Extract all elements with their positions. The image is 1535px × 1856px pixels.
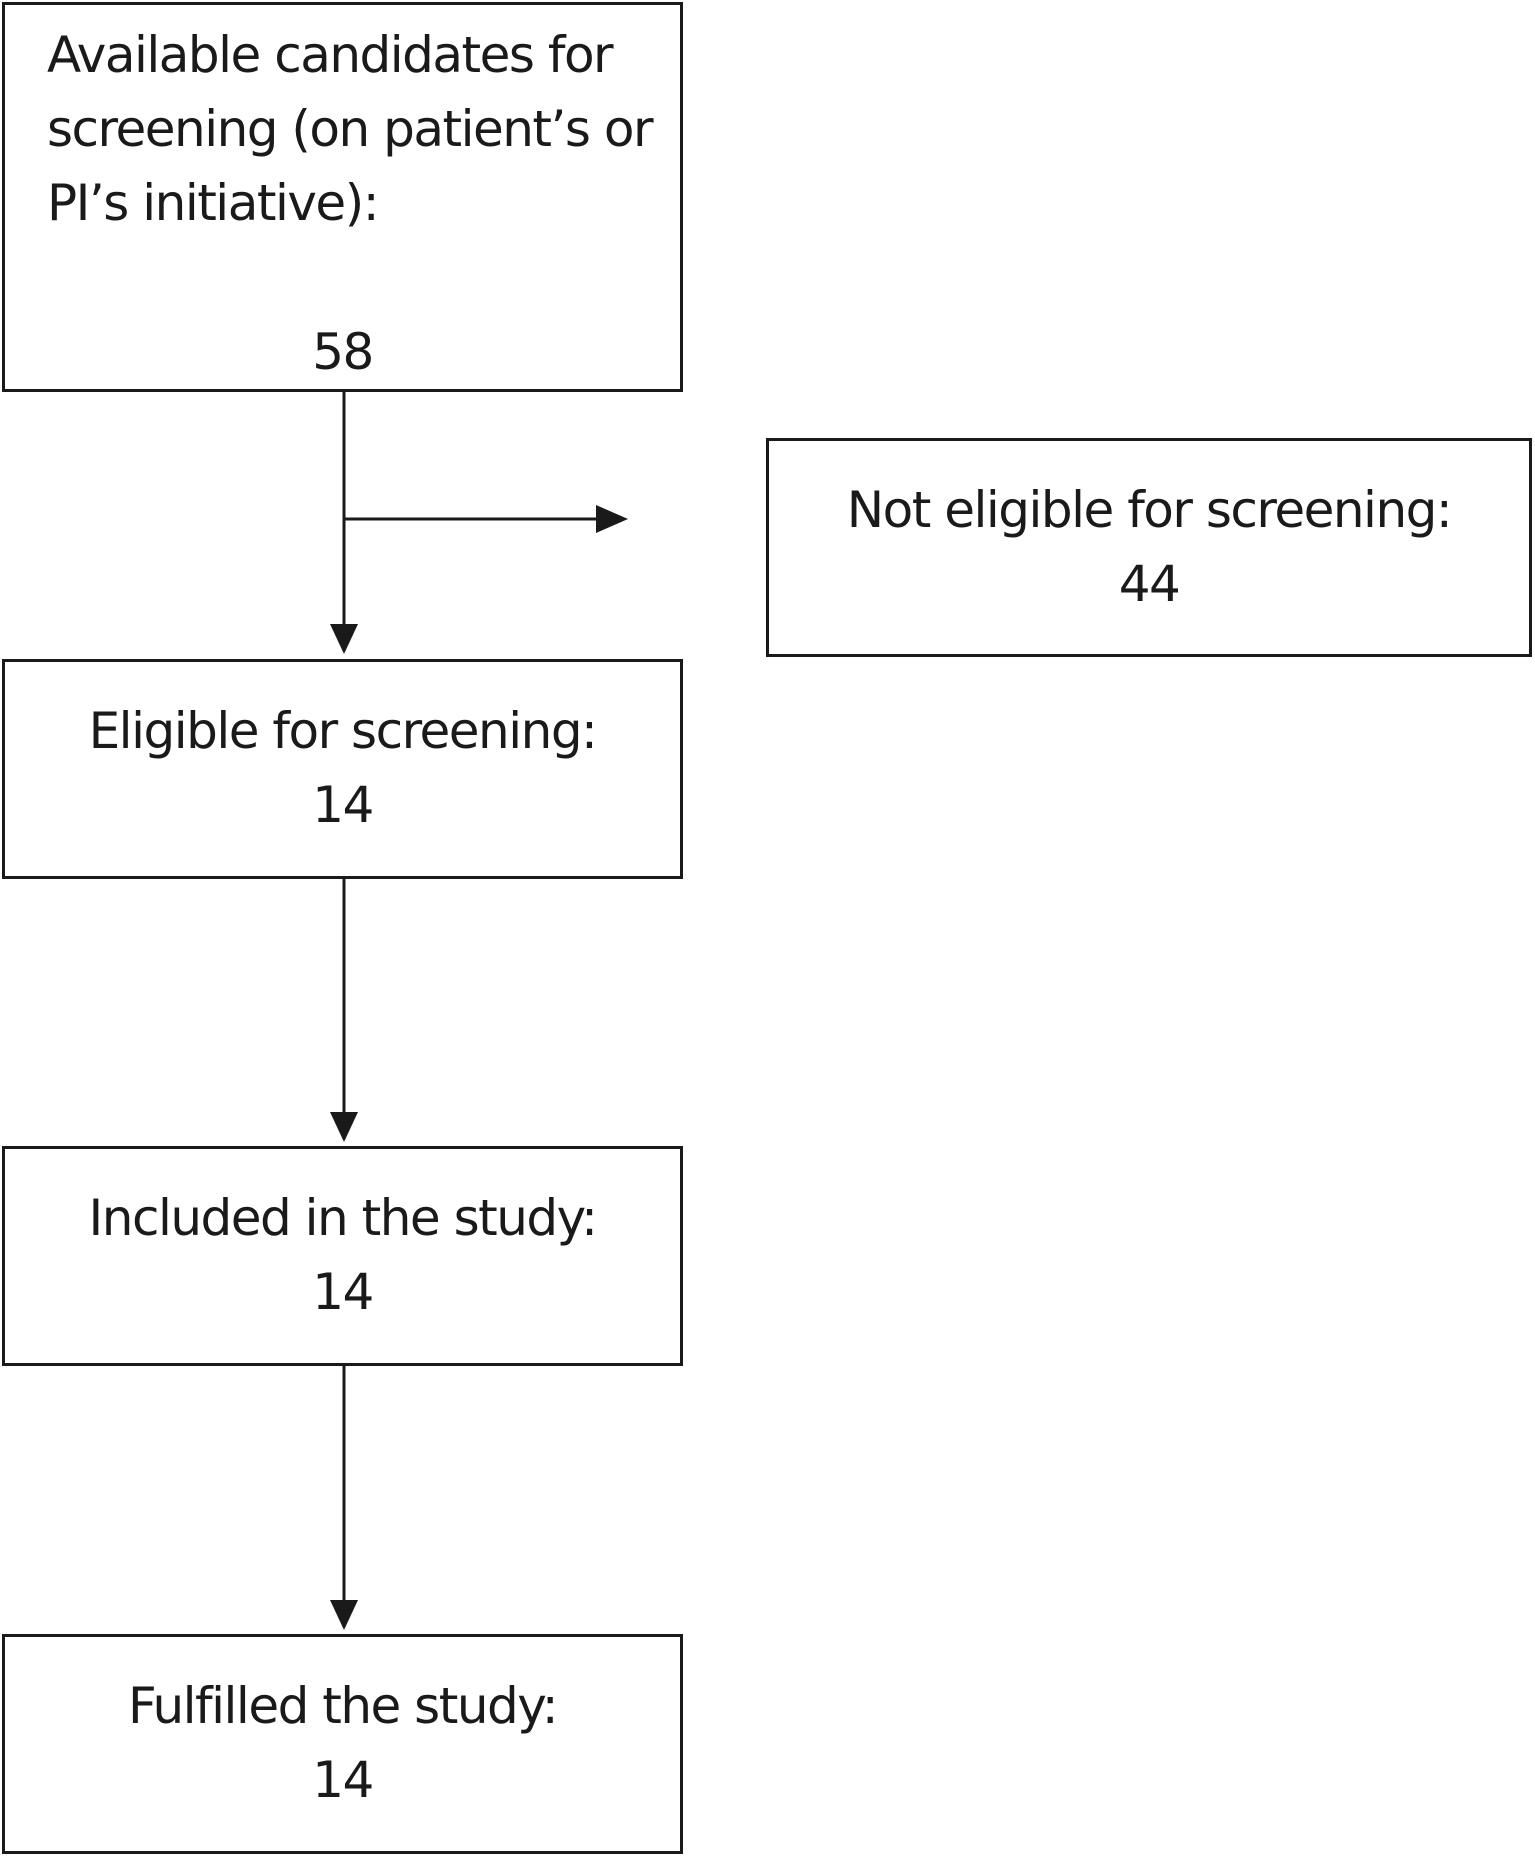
node-available-label: Available candidates for screening (on p…: [47, 26, 654, 232]
node-included-count: 14: [312, 1263, 374, 1321]
node-not-eligible-count: 44: [1118, 555, 1181, 613]
node-fulfilled: Fulfilled the study: 14: [2, 1634, 683, 1854]
arrowhead-fulfilled: [330, 1600, 358, 1630]
node-included-label: Included in the study:: [88, 1189, 598, 1247]
arrowhead-included: [330, 1112, 358, 1142]
node-eligible-label: Eligible for screening:: [88, 702, 598, 760]
node-fulfilled-label: Fulfilled the study:: [127, 1677, 559, 1735]
node-not-eligible-label: Not eligible for screening:: [846, 481, 1453, 539]
node-included: Included in the study: 14: [2, 1146, 683, 1366]
node-eligible: Eligible for screening: 14: [2, 659, 683, 879]
arrowhead-not-eligible: [596, 505, 628, 533]
node-eligible-count: 14: [312, 776, 374, 834]
node-fulfilled-count: 14: [312, 1751, 374, 1809]
node-available-count: 58: [312, 323, 374, 381]
node-available-candidates: Available candidates for screening (on p…: [2, 2, 683, 392]
arrowhead-eligible: [330, 624, 358, 654]
node-not-eligible: Not eligible for screening: 44: [766, 438, 1532, 657]
